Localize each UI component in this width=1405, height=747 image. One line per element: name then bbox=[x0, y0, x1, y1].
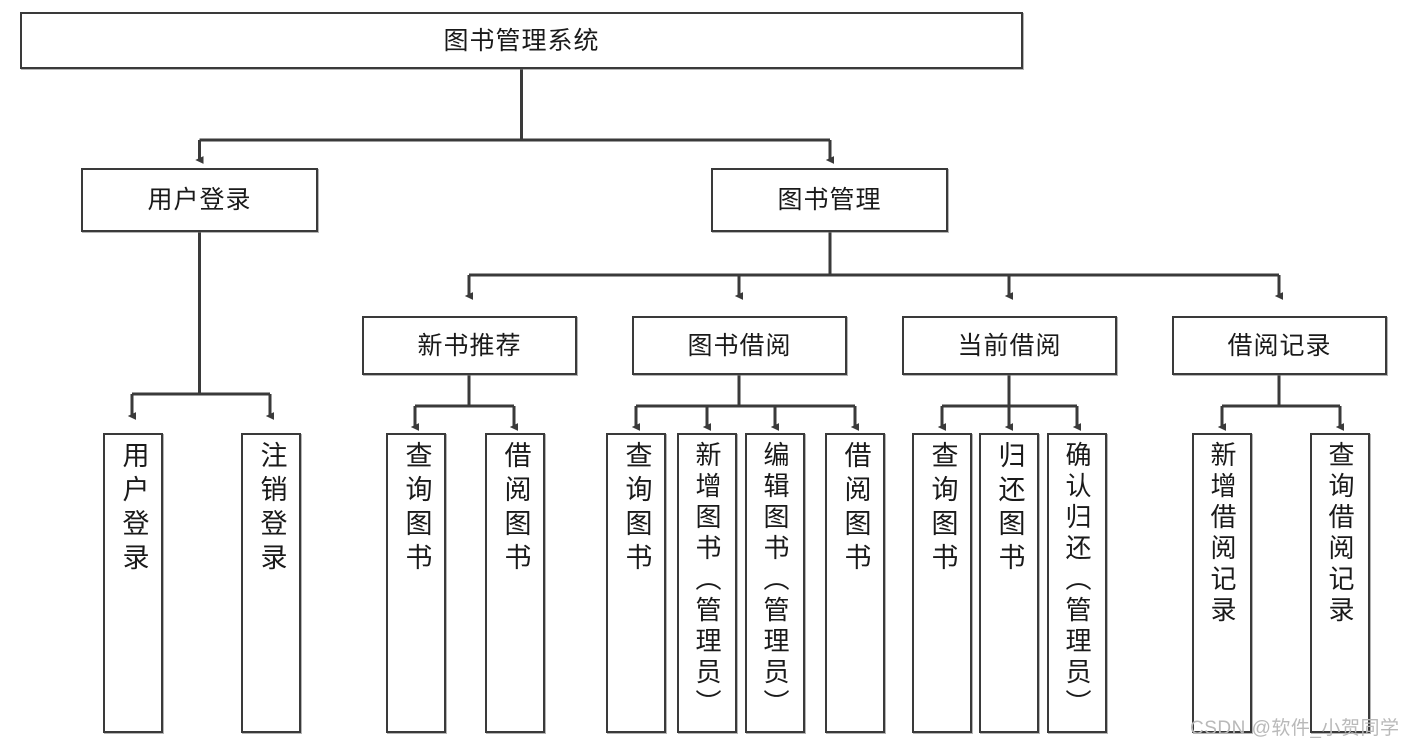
node-label: 用户登录 bbox=[147, 186, 252, 214]
node-label: 注销登录 bbox=[256, 441, 287, 577]
leaf-borrow-book[interactable]: 借阅图书 bbox=[825, 433, 885, 733]
node-root-system[interactable]: 图书管理系统 bbox=[20, 12, 1023, 69]
node-label: 查询图书 bbox=[927, 441, 958, 577]
node-label: 确认归还（管理员） bbox=[1062, 441, 1092, 720]
node-label: 查询借阅记录 bbox=[1325, 441, 1355, 627]
node-label: 新增借阅记录 bbox=[1207, 441, 1237, 627]
leaf-add-book-admin[interactable]: 新增图书（管理员） bbox=[677, 433, 737, 733]
leaf-query-book-current[interactable]: 查询图书 bbox=[912, 433, 972, 733]
node-label: 图书借阅 bbox=[687, 331, 792, 360]
node-label: 新增图书（管理员） bbox=[692, 441, 722, 720]
node-label: 用户登录 bbox=[118, 441, 149, 577]
node-label: 查询图书 bbox=[401, 441, 432, 577]
leaf-return-book[interactable]: 归还图书 bbox=[979, 433, 1039, 733]
node-label: 借阅图书 bbox=[840, 441, 871, 577]
node-new-book-recommend[interactable]: 新书推荐 bbox=[362, 316, 577, 375]
leaf-add-borrow-record[interactable]: 新增借阅记录 bbox=[1192, 433, 1252, 733]
node-borrow-records[interactable]: 借阅记录 bbox=[1172, 316, 1387, 375]
node-label: 编辑图书（管理员） bbox=[760, 441, 790, 720]
node-label: 图书管理系统 bbox=[443, 26, 600, 55]
leaf-query-book-recommend[interactable]: 查询图书 bbox=[386, 433, 446, 733]
leaf-borrow-book-recommend[interactable]: 借阅图书 bbox=[485, 433, 545, 733]
node-label: 新书推荐 bbox=[417, 331, 522, 360]
node-label: 借阅图书 bbox=[500, 441, 531, 577]
leaf-query-book-borrow[interactable]: 查询图书 bbox=[606, 433, 666, 733]
node-label: 借阅记录 bbox=[1227, 331, 1332, 360]
leaf-logout[interactable]: 注销登录 bbox=[241, 433, 301, 733]
csdn-watermark: CSDN @软件_小贺同学 bbox=[1190, 718, 1400, 739]
node-label: 归还图书 bbox=[994, 441, 1025, 577]
node-label: 当前借阅 bbox=[957, 331, 1062, 360]
node-label: 查询图书 bbox=[621, 441, 652, 577]
leaf-edit-book-admin[interactable]: 编辑图书（管理员） bbox=[745, 433, 805, 733]
node-book-management[interactable]: 图书管理 bbox=[711, 168, 948, 232]
node-book-borrow[interactable]: 图书借阅 bbox=[632, 316, 847, 375]
leaf-user-login[interactable]: 用户登录 bbox=[103, 433, 163, 733]
leaf-confirm-return-admin[interactable]: 确认归还（管理员） bbox=[1047, 433, 1107, 733]
node-current-borrow[interactable]: 当前借阅 bbox=[902, 316, 1117, 375]
node-user-login[interactable]: 用户登录 bbox=[81, 168, 318, 232]
node-label: 图书管理 bbox=[777, 186, 882, 214]
leaf-query-borrow-record[interactable]: 查询借阅记录 bbox=[1310, 433, 1370, 733]
